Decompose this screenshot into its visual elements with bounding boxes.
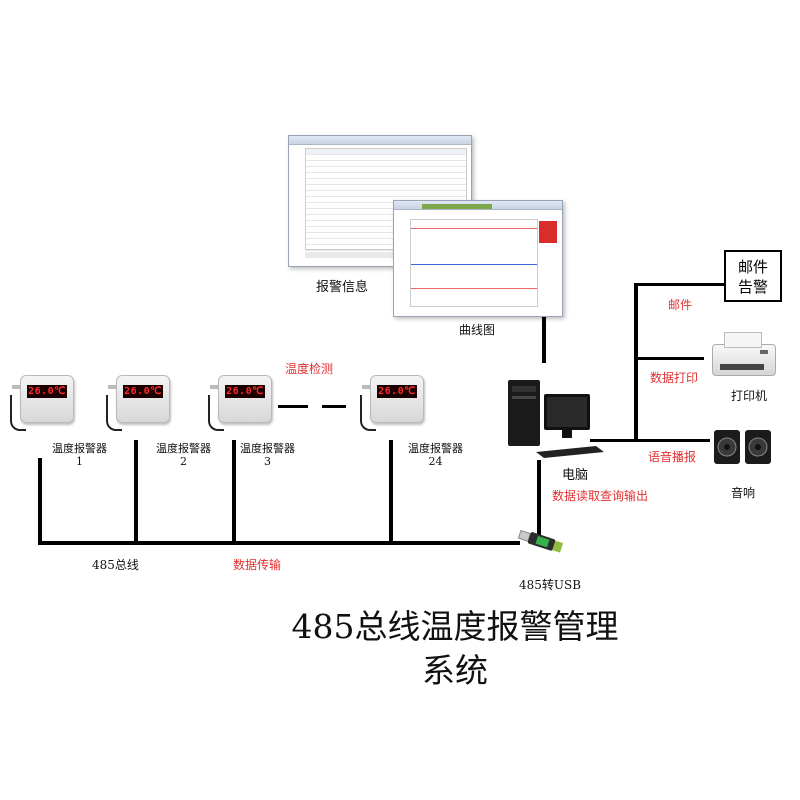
- voice-branch: [634, 439, 710, 442]
- printer-icon: [708, 330, 778, 382]
- email-box-line1: 邮件: [737, 258, 768, 276]
- alarm-info-label: 报警信息: [316, 280, 369, 295]
- temperature-display: 26.0℃: [123, 385, 163, 398]
- email-branch: [634, 283, 724, 286]
- curve-plot-area: [410, 219, 538, 307]
- email-alert-box: 邮件 告警: [724, 250, 782, 302]
- curve-legend: [539, 221, 557, 243]
- cable-icon: [106, 395, 122, 431]
- sensor-2: 26.0℃: [106, 375, 170, 431]
- sensor1-drop: [38, 458, 42, 544]
- dash-1: [278, 405, 308, 408]
- sensor-3: 26.0℃: [208, 375, 272, 431]
- sensor24-drop: [389, 440, 393, 544]
- sensor-1: 26.0℃: [10, 375, 74, 431]
- sensor-24-label: 温度报警器 24: [408, 442, 463, 468]
- temp-detect-label: 温度检测: [285, 362, 334, 376]
- alarm-window-titlebar: [289, 136, 471, 145]
- bus-line-main: [38, 541, 520, 545]
- alarm-query-bar: [305, 252, 395, 258]
- cable-icon: [10, 395, 26, 431]
- sensor-2-name: 温度报警器: [156, 442, 211, 455]
- curve-line-lower: [411, 288, 537, 289]
- computer-icon: [508, 380, 604, 458]
- email-box-line2: 告警: [737, 278, 768, 296]
- speaker-label: 音响: [731, 486, 756, 500]
- pc-to-converter-line: [537, 460, 541, 538]
- curve-label: 曲线图: [459, 323, 496, 337]
- sensor-24-number: 24: [428, 455, 443, 468]
- sensor-1-label: 温度报警器 1: [52, 442, 107, 468]
- sensor-housing: 26.0℃: [116, 375, 170, 423]
- title-line1: 485总线温度报警管理: [291, 607, 619, 646]
- sensor2-drop: [134, 440, 138, 544]
- alarm-table: [305, 148, 467, 251]
- probe-icon: [210, 385, 218, 389]
- sensor-housing: 26.0℃: [20, 375, 74, 423]
- sensor-housing: 26.0℃: [370, 375, 424, 423]
- sensor3-drop: [232, 440, 236, 544]
- curve-toolbar: [422, 204, 492, 209]
- printer-label: 打印机: [731, 389, 768, 403]
- sensor-1-name: 温度报警器: [52, 442, 107, 455]
- page-title: 485总线温度报警管理 系统: [0, 605, 800, 693]
- data-read-label: 数据读取查询输出: [552, 489, 649, 503]
- print-branch: [634, 357, 704, 360]
- sensor-2-label: 温度报警器 2: [156, 442, 211, 468]
- cable-icon: [360, 395, 376, 431]
- temperature-display: 26.0℃: [225, 385, 265, 398]
- sensor-3-label: 温度报警器 3: [240, 442, 295, 468]
- bus-label: 485总线: [92, 558, 139, 572]
- curve-line-middle: [411, 264, 537, 265]
- sensor-1-number: 1: [76, 455, 83, 468]
- sensor-3-number: 3: [264, 455, 271, 468]
- temperature-display: 26.0℃: [27, 385, 67, 398]
- dash-2: [322, 405, 346, 408]
- temperature-display: 26.0℃: [377, 385, 417, 398]
- title-line2: 系统: [422, 651, 488, 690]
- sensor-24-name: 温度报警器: [408, 442, 463, 455]
- computer-label: 电脑: [562, 468, 589, 483]
- voice-link-label: 语音播报: [648, 450, 697, 464]
- cable-icon: [208, 395, 224, 431]
- probe-icon: [108, 385, 116, 389]
- probe-icon: [12, 385, 20, 389]
- pc-to-screen-line: [542, 315, 546, 363]
- converter-label: 485转USB: [519, 578, 582, 592]
- curve-window: [393, 200, 563, 317]
- sensor-3-name: 温度报警器: [240, 442, 295, 455]
- speaker-icon: [714, 430, 771, 464]
- sensor-2-number: 2: [180, 455, 187, 468]
- sensor-housing: 26.0℃: [218, 375, 272, 423]
- usb-converter-icon: [517, 529, 564, 553]
- probe-icon: [362, 385, 370, 389]
- pc-to-output-line: [590, 439, 638, 442]
- data-transfer-label: 数据传输: [233, 558, 282, 572]
- print-link-label: 数据打印: [650, 371, 699, 385]
- email-link-label: 邮件: [668, 298, 693, 312]
- curve-line-upper: [411, 228, 537, 229]
- sensor-24: 26.0℃: [360, 375, 424, 431]
- output-trunk: [634, 283, 638, 441]
